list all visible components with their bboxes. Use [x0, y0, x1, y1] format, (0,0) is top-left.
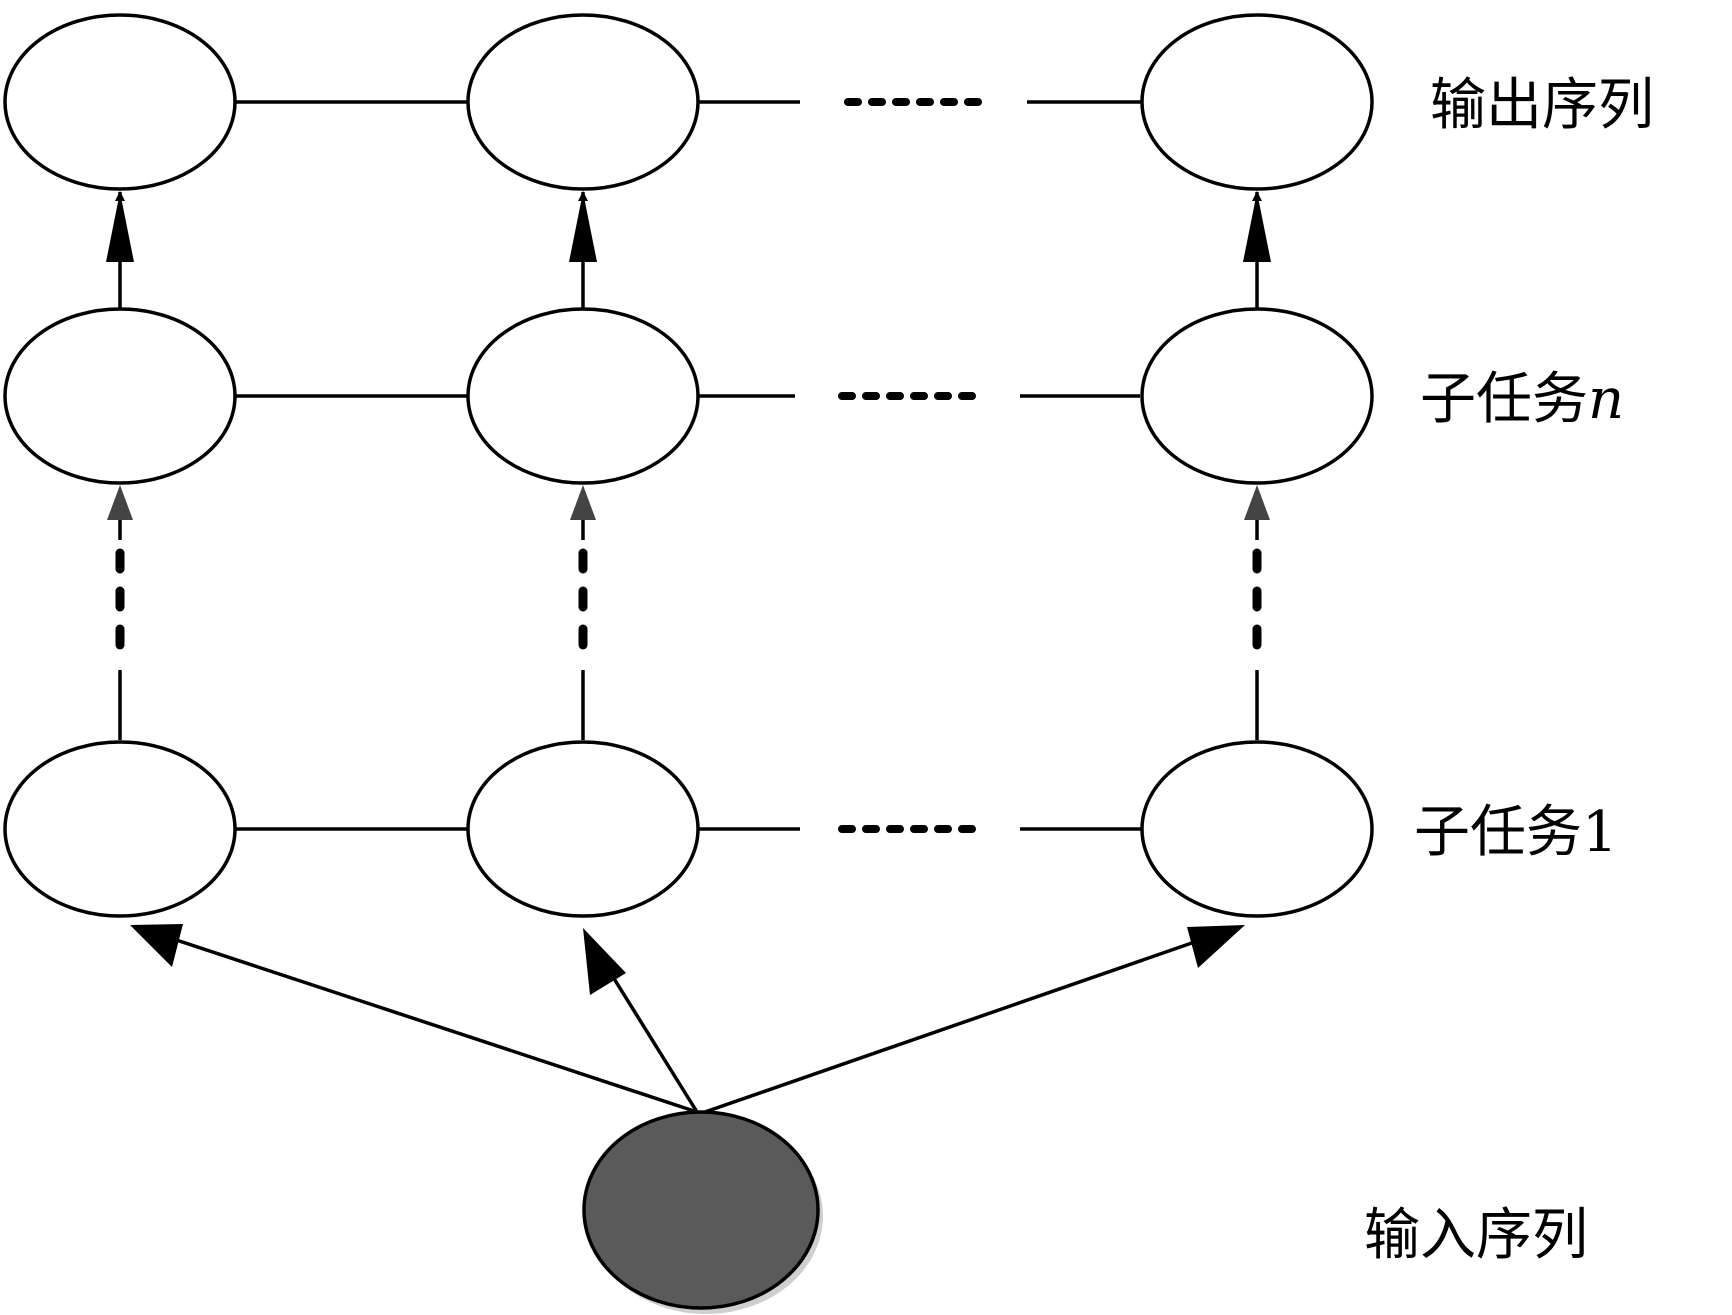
subtask-1-row-nodes: [3, 740, 1374, 918]
input-arrow-col1: [139, 926, 698, 1114]
dashed-arrowhead-col1: [107, 485, 133, 520]
subtask1-node-2: [466, 740, 700, 918]
arrowhead-col1: [106, 192, 134, 262]
subtaskn-node-1: [3, 307, 237, 485]
dashed-arrowhead-col3: [1244, 485, 1270, 520]
output-row-nodes: [3, 13, 1374, 191]
dashed-arrowhead-col2: [570, 485, 596, 520]
subtask1-node-3: [1140, 740, 1374, 918]
label-output-sequence: 输出序列: [1430, 73, 1654, 138]
subtask-n-row-nodes: [3, 307, 1374, 485]
label-input-sequence: 输入序列: [1364, 1203, 1588, 1268]
label-subtask-1-suffix: 1: [1582, 800, 1618, 865]
label-subtask-n: 子任务n: [1420, 367, 1624, 432]
label-subtask-1-text: 子任务: [1414, 800, 1582, 865]
subtaskn-to-output-arrows: [106, 191, 1271, 308]
input-arrow-col3: [704, 926, 1236, 1114]
label-subtask-1: 子任务1: [1414, 800, 1618, 865]
arrowhead-col2: [569, 192, 597, 262]
input-arrowhead-col2: [583, 928, 626, 995]
subtask1-node-1: [3, 740, 237, 918]
input-arrows: [130, 924, 1245, 1114]
subtaskn-node-2: [466, 307, 700, 485]
label-subtask-n-suffix: n: [1588, 367, 1624, 432]
output-node-3: [1140, 13, 1374, 191]
subtaskn-node-3: [1140, 307, 1374, 485]
input-node: [582, 1110, 820, 1310]
output-node-1: [3, 13, 237, 191]
output-node-2: [466, 13, 700, 191]
label-subtask-n-text: 子任务: [1420, 367, 1588, 432]
input-arrowhead-col1: [130, 924, 183, 967]
subtask1-to-subtaskn-arrows: [107, 485, 1270, 740]
input-arrowhead-col3: [1187, 925, 1245, 968]
arrowhead-col3: [1243, 192, 1271, 262]
